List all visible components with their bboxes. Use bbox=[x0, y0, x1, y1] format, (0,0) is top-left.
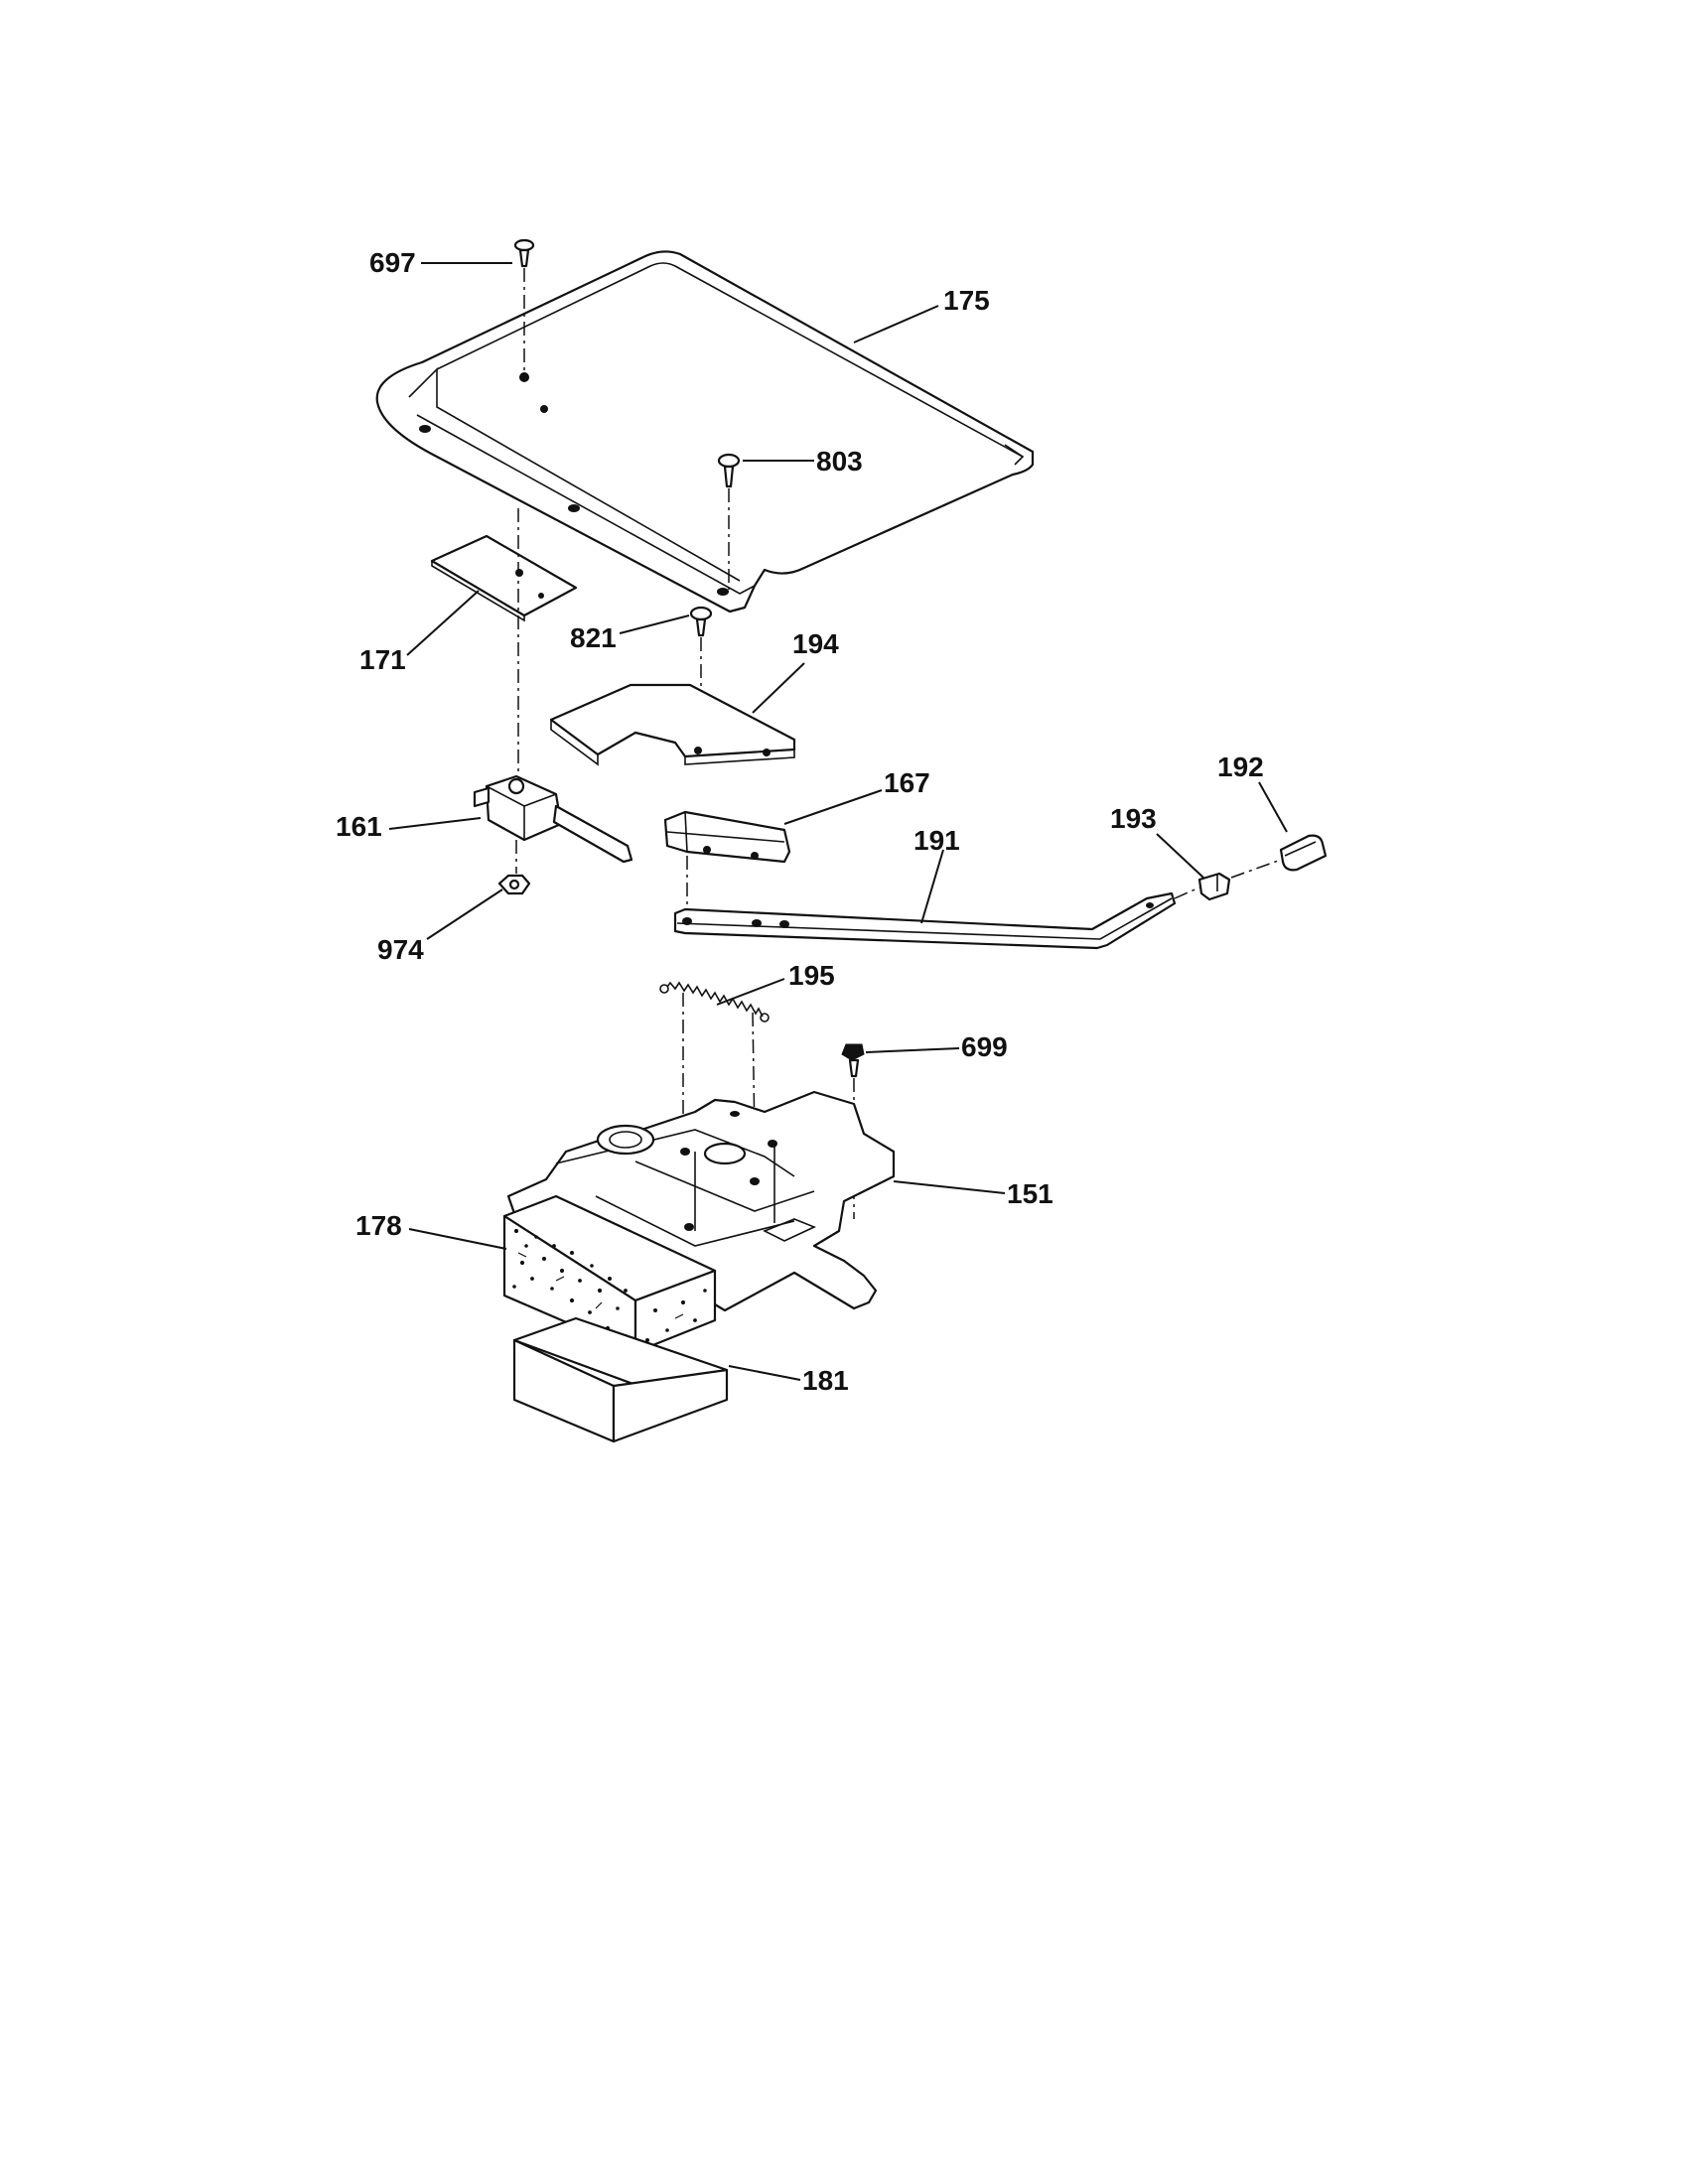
part-697-screw bbox=[513, 238, 535, 268]
callout-803: 803 bbox=[816, 446, 863, 477]
callout-181: 181 bbox=[802, 1365, 849, 1396]
callout-699: 699 bbox=[961, 1031, 1008, 1062]
part-161-switch bbox=[473, 774, 633, 864]
part-821-screw bbox=[689, 606, 713, 637]
callout-labels: 697 175 803 171 821 194 192 167 193 161 … bbox=[336, 247, 1264, 1396]
callout-191: 191 bbox=[913, 825, 960, 856]
part-195-spring bbox=[659, 981, 770, 1023]
callout-178: 178 bbox=[355, 1210, 402, 1241]
callout-821: 821 bbox=[570, 622, 617, 653]
part-191-lever-arm bbox=[673, 891, 1177, 950]
callout-167: 167 bbox=[884, 767, 930, 798]
callout-974: 974 bbox=[377, 934, 424, 965]
part-803-screw bbox=[717, 453, 741, 488]
part-151-latch-mechanism bbox=[506, 1090, 896, 1312]
part-194-bracket bbox=[549, 683, 796, 766]
part-181-box bbox=[512, 1316, 729, 1443]
part-974-nut bbox=[497, 874, 531, 895]
callout-195: 195 bbox=[788, 960, 835, 991]
callout-194: 194 bbox=[792, 628, 839, 659]
part-175-cover-panel bbox=[375, 250, 1035, 614]
callout-192: 192 bbox=[1217, 751, 1264, 782]
callout-161: 161 bbox=[336, 811, 382, 842]
part-699-screw bbox=[841, 1043, 865, 1078]
centerline-193 bbox=[1174, 887, 1200, 899]
callout-193: 193 bbox=[1110, 803, 1157, 834]
callout-697: 697 bbox=[369, 247, 416, 278]
centerline-192 bbox=[1230, 859, 1282, 879]
part-171-insulator-plate bbox=[430, 534, 578, 622]
callout-175: 175 bbox=[943, 285, 990, 316]
part-192-knob bbox=[1279, 834, 1328, 872]
centerline-195-b bbox=[752, 1012, 756, 1141]
part-167-latch-block bbox=[663, 810, 791, 864]
part-178-insulation-block bbox=[502, 1194, 717, 1354]
callout-171: 171 bbox=[359, 644, 406, 675]
part-193-clip bbox=[1197, 872, 1231, 901]
leader-lines bbox=[388, 262, 1288, 1381]
callout-151: 151 bbox=[1007, 1178, 1053, 1209]
